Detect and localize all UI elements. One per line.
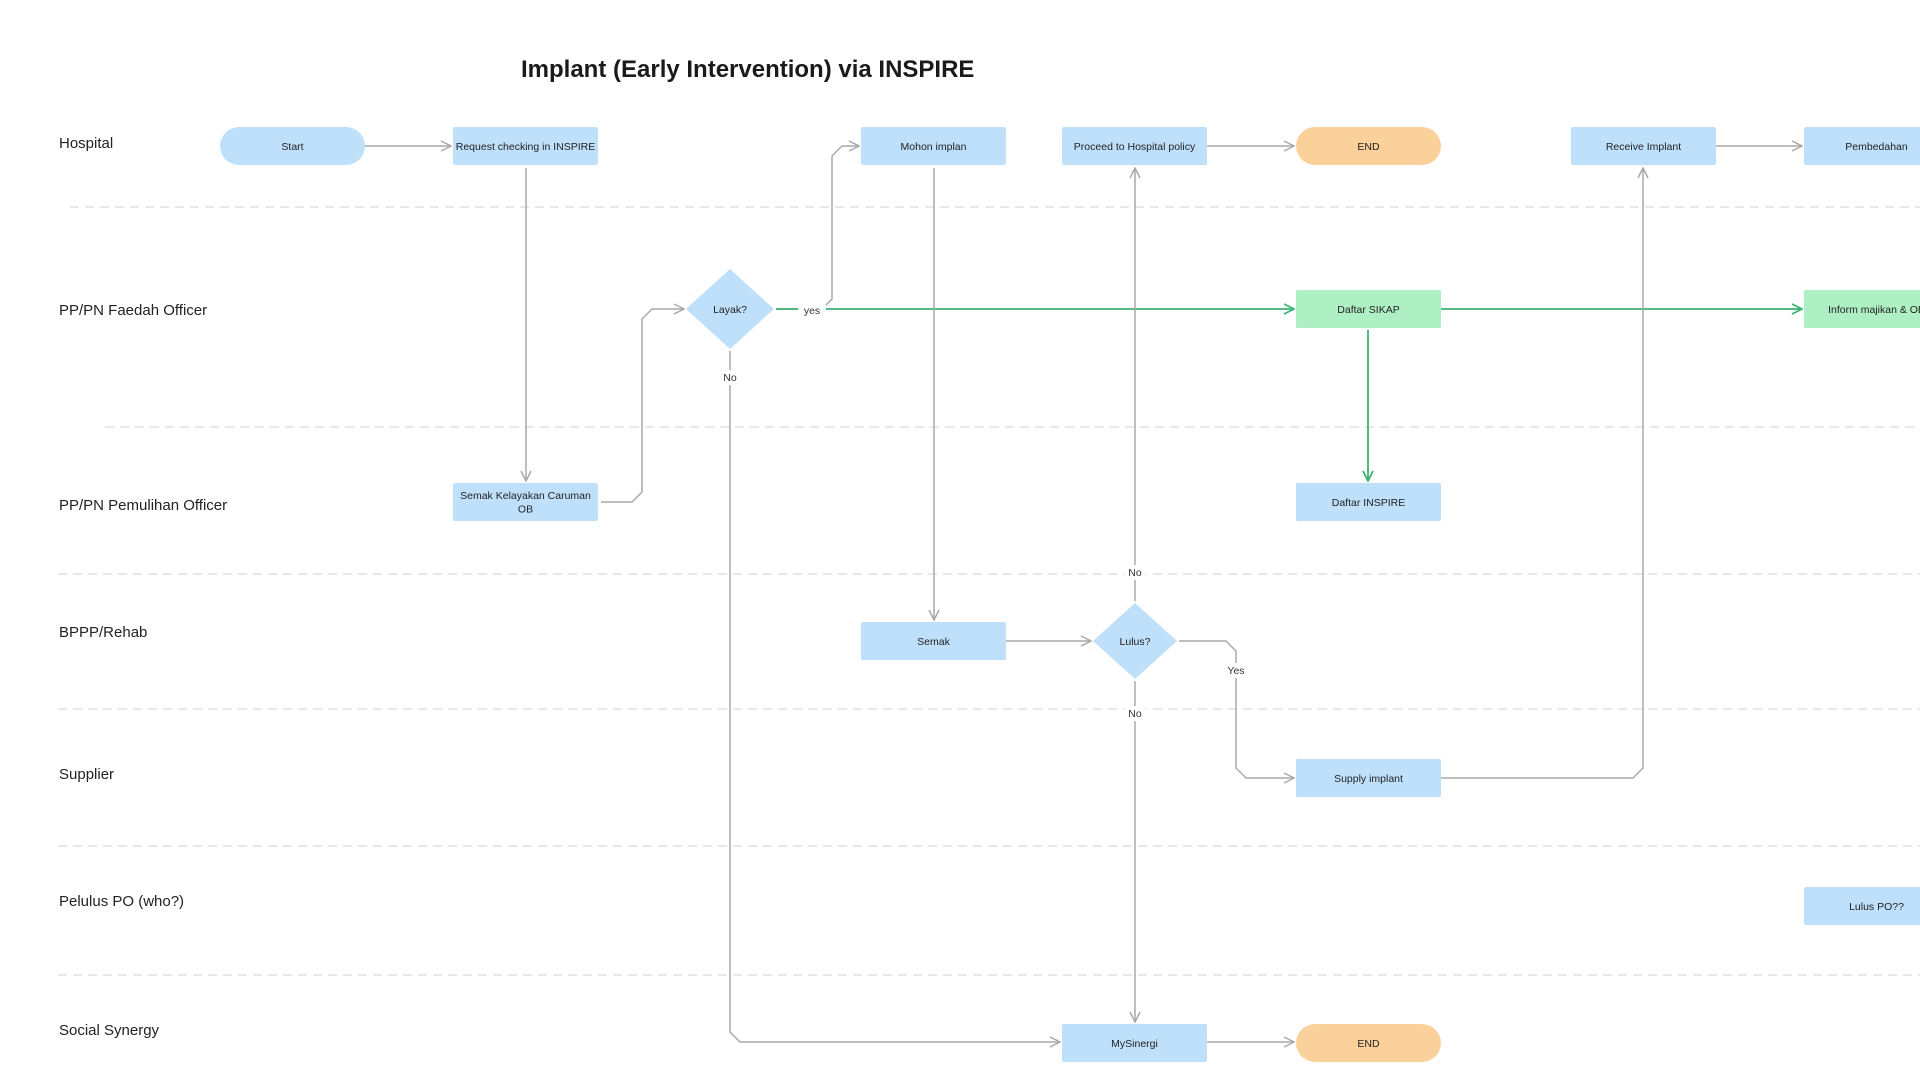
process-shape [453,483,598,521]
connector-layak-to-mysinergi [729,351,1060,1042]
process-shape [1296,759,1441,797]
process-shape [1062,1024,1207,1062]
node-label: Mohon implan [901,141,967,153]
node-label: Supply implant [1334,773,1403,785]
connector-label-no: No [723,372,737,384]
node-end2[interactable]: END [1296,1024,1441,1062]
node-semak[interactable]: Semak [861,622,1006,660]
node-label: END [1357,1038,1380,1050]
flow-nodes: Start Request checking in INSPIRE Mohon im… [220,127,1920,1062]
node-label: MySinergi [1111,1038,1158,1050]
node-receive[interactable]: Receive Implant [1571,127,1716,165]
process-shape [1296,290,1441,328]
connector-layak-to-mohon [776,146,859,310]
node-label: Lulus? [1120,636,1151,648]
connector-label-yes: yes [804,305,820,317]
node-layak[interactable]: Layak? [686,269,774,349]
connector-label-no: No [1128,708,1142,720]
node-label: OB [518,504,533,516]
connector-supply-to-receive [1441,168,1643,779]
node-supply[interactable]: Supply implant [1296,759,1441,797]
lane-label-supplier: Supplier [59,766,114,783]
node-mysinergi[interactable]: MySinergi [1062,1024,1207,1062]
connector-label-yes: Yes [1227,665,1244,677]
node-label: Semak [917,636,950,648]
process-shape [861,622,1006,660]
process-shape [1296,483,1441,521]
node-daftar-sikap[interactable]: Daftar SIKAP [1296,290,1441,328]
process-shape [1804,127,1920,165]
node-proceed[interactable]: Proceed to Hospital policy [1062,127,1207,165]
node-label: Start [281,141,303,153]
decision-shape [1093,603,1177,679]
process-shape [1804,290,1920,328]
process-shape [1804,887,1920,925]
node-start[interactable]: Start [220,127,365,165]
node-label: Semak Kelayakan Caruman [460,490,591,502]
terminal-shape [220,127,365,165]
lane-label-hospital: Hospital [59,135,113,152]
process-shape [1571,127,1716,165]
process-shape [861,127,1006,165]
node-mohon[interactable]: Mohon implan [861,127,1006,165]
node-label: Request checking in INSPIRE [456,141,595,153]
page-title: Implant (Early Intervention) via INSPIRE [521,56,974,83]
decision-shape [686,269,774,349]
connector-label-background [719,370,741,385]
node-label: Inform majikan & OB [1828,304,1920,316]
terminal-shape [1296,127,1441,165]
connector-label-background [798,303,826,318]
lane-label-pelulus: Pelulus PO (who?) [59,893,184,910]
connector-semak_kelayakan-to-layak [601,309,684,503]
node-label: Pembedahan [1845,141,1908,153]
terminal-shape [1296,1024,1441,1062]
node-lulus-po[interactable]: Lulus PO?? [1804,887,1920,925]
connectors [365,146,1802,1042]
lane-label-bppp: BPPP/Rehab [59,624,147,641]
lane-label-social: Social Synergy [59,1022,160,1039]
node-lulus[interactable]: Lulus? [1093,603,1177,679]
connector-label-background [1124,565,1146,580]
node-label: Lulus PO?? [1849,901,1904,913]
node-label: Proceed to Hospital policy [1074,141,1196,153]
connector-label-no: No [1128,567,1142,579]
process-shape [453,127,598,165]
node-pembedahan[interactable]: Pembedahan [1804,127,1920,165]
connector-lulus-to-supply [1179,640,1294,778]
node-end1[interactable]: END [1296,127,1441,165]
process-shape [1062,127,1207,165]
node-daftar-inspire[interactable]: Daftar INSPIRE [1296,483,1441,521]
node-request[interactable]: Request checking in INSPIRE [453,127,598,165]
connector-label-background [1124,706,1146,721]
node-label: END [1357,141,1380,153]
connector-label-background [1222,663,1250,678]
node-label: Daftar INSPIRE [1332,497,1406,509]
node-label: Receive Implant [1606,141,1681,153]
node-inform[interactable]: Inform majikan & OB [1804,290,1920,328]
lane-label-pemulihan: PP/PN Pemulihan Officer [59,497,227,514]
node-label: Layak? [713,304,747,316]
node-label: Daftar SIKAP [1337,304,1399,316]
lane-label-faedah: PP/PN Faedah Officer [59,302,207,319]
